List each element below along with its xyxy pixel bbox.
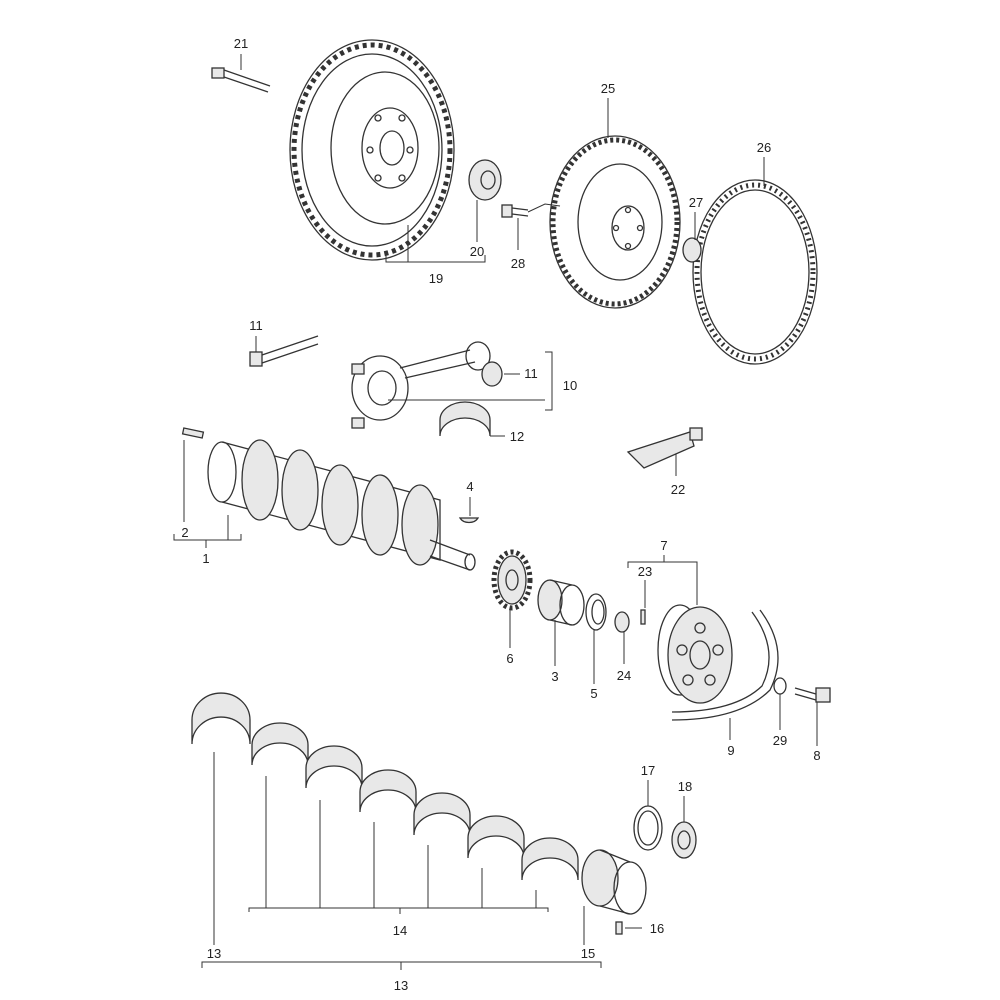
small-end-bushing (481, 361, 503, 387)
washer (614, 611, 630, 633)
callout-5: 5 (590, 686, 597, 701)
pulley-washer (773, 677, 787, 695)
callout-3: 3 (551, 669, 558, 684)
dowel-pin (640, 609, 646, 625)
seal-ring-2 (671, 821, 697, 859)
callout-7: 7 (660, 538, 667, 553)
callout-29: 28 (511, 256, 525, 271)
drive-belt (671, 609, 779, 721)
callout-2: 2 (181, 525, 188, 540)
flywheel-bearing (682, 237, 702, 263)
small-pin (615, 921, 623, 935)
belt-pulley (657, 604, 733, 704)
rod-bearing-shell (439, 401, 491, 437)
crankshaft (181, 427, 476, 571)
callout-15: 14 (393, 923, 407, 938)
ring-gear (692, 179, 818, 365)
callout-8: 8 (813, 748, 820, 763)
pulley-bolt (794, 687, 831, 703)
callout-16: 15 (581, 946, 595, 961)
callout-19: 18 (678, 779, 692, 794)
callout-14: 13 (207, 946, 221, 961)
callout-23: 22 (671, 482, 685, 497)
sealant-tube (626, 427, 703, 469)
callout-13: 13 (394, 978, 408, 993)
callout-6: 6 (506, 651, 513, 666)
callout-1: 1 (202, 551, 209, 566)
callout-22: 21 (234, 36, 248, 51)
callout-20: 19 (429, 271, 443, 286)
spacer-ring (537, 579, 585, 626)
woodruff-key (458, 517, 480, 524)
callout-10: 10 (563, 378, 577, 393)
pilot-bearing (468, 159, 502, 201)
dual-mass-flywheel (289, 39, 455, 261)
connecting-rod (351, 341, 491, 429)
flywheel-bolt-short (501, 204, 529, 218)
main-bearing-shells (191, 692, 579, 881)
callout-18: 17 (641, 763, 655, 778)
flywheel (549, 135, 681, 309)
thrust-bearing-sleeve (581, 849, 647, 915)
callout-labels: 21 25 26 27 20 28 19 11 11 10 12 22 4 2 … (181, 36, 820, 993)
flywheel-bolt (211, 67, 271, 93)
callout-24: 23 (638, 564, 652, 579)
callout-25: 24 (617, 668, 631, 683)
connecting-rod-bolt (249, 335, 319, 367)
seal-ring (633, 805, 663, 851)
callout-21: 20 (470, 244, 484, 259)
callout-4: 4 (466, 479, 473, 494)
callout-30: 29 (773, 733, 787, 748)
callout-12: 12 (510, 429, 524, 444)
callout-9: 9 (727, 743, 734, 758)
callout-17: 16 (650, 921, 664, 936)
callout-11-bushing: 11 (524, 366, 538, 381)
crankshaft-gear (491, 549, 533, 611)
callout-27: 26 (757, 140, 771, 155)
callout-28: 27 (689, 195, 703, 210)
callout-26: 25 (601, 81, 615, 96)
callout-11-bolt: 11 (249, 318, 263, 333)
leader-lines (173, 54, 818, 970)
snap-ring (585, 593, 607, 631)
